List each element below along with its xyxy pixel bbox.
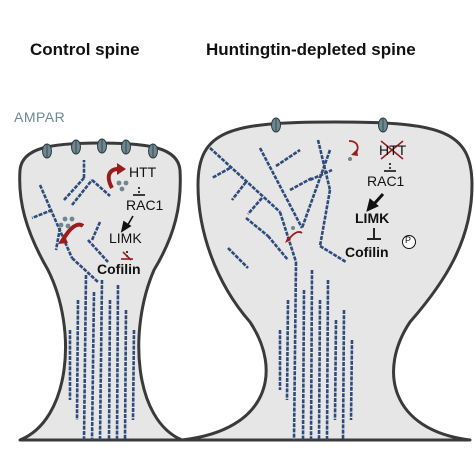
actin-filament bbox=[289, 176, 313, 192]
actin-filament bbox=[209, 147, 281, 213]
actin-filament bbox=[131, 329, 136, 421]
actin-filament bbox=[275, 148, 301, 168]
actin-filament bbox=[227, 247, 249, 269]
actin-filament bbox=[285, 299, 290, 401]
vesicles bbox=[58, 157, 352, 230]
actin-filament bbox=[90, 291, 96, 441]
actin-filament bbox=[63, 177, 85, 201]
actin-filament bbox=[316, 139, 332, 191]
actin-filament bbox=[75, 299, 80, 421]
ampar-receptors bbox=[42, 117, 388, 159]
htt-depleted-cross bbox=[380, 140, 404, 160]
control-cofilin-label: Cofilin bbox=[97, 261, 141, 277]
actin-filament bbox=[123, 309, 128, 441]
ampar-label: AMPAR bbox=[14, 109, 66, 125]
actin-filament bbox=[82, 274, 88, 441]
actin-filament bbox=[309, 168, 333, 182]
actin-filament bbox=[107, 299, 112, 441]
actin-filament bbox=[349, 339, 354, 421]
actin-filament bbox=[91, 179, 111, 197]
actin-filaments bbox=[31, 139, 354, 441]
actin-filament bbox=[70, 179, 94, 206]
arrow-heads bbox=[58, 149, 358, 244]
control-rac1-label: RAC1 bbox=[126, 197, 164, 213]
actin-filament bbox=[98, 279, 104, 441]
actin-filament bbox=[318, 189, 332, 247]
phospho-circle bbox=[402, 235, 416, 249]
actin-filament bbox=[211, 166, 231, 180]
control-spine-title: Control spine bbox=[30, 40, 140, 59]
actin-filament bbox=[31, 208, 53, 220]
depleted-spine-title: Huntingtin-depleted spine bbox=[206, 40, 416, 59]
actin-filament bbox=[325, 279, 330, 441]
depleted-limk-label: LIMK bbox=[355, 210, 390, 226]
actin-filament bbox=[87, 239, 109, 263]
actin-filament bbox=[292, 261, 298, 441]
actin-filament bbox=[38, 184, 74, 259]
actin-filament bbox=[247, 197, 263, 215]
depleted-htt-label: HTT bbox=[379, 142, 407, 158]
actin-filament bbox=[341, 309, 346, 441]
actin-filament bbox=[267, 235, 289, 261]
actin-filament bbox=[317, 299, 322, 441]
actin-filament bbox=[309, 269, 314, 441]
actin-filament bbox=[245, 216, 269, 238]
control-limk-label: LIMK bbox=[109, 230, 142, 246]
depleted-rac1-label: RAC1 bbox=[367, 173, 405, 189]
actin-filament bbox=[71, 257, 99, 283]
actin-filament bbox=[258, 147, 304, 229]
control-pathway-arrows bbox=[120, 187, 145, 261]
control-htt-label: HTT bbox=[129, 164, 157, 180]
actin-filament bbox=[300, 149, 332, 229]
actin-filament bbox=[333, 319, 338, 421]
depleted-pathway-arrows bbox=[366, 163, 396, 240]
phospho-label: P bbox=[405, 235, 412, 245]
actin-filament bbox=[54, 227, 62, 251]
actin-filament bbox=[230, 181, 248, 201]
depleted-cofilin-label: Cofilin bbox=[345, 244, 389, 260]
actin-filament bbox=[90, 221, 102, 241]
actin-filament bbox=[301, 289, 306, 441]
